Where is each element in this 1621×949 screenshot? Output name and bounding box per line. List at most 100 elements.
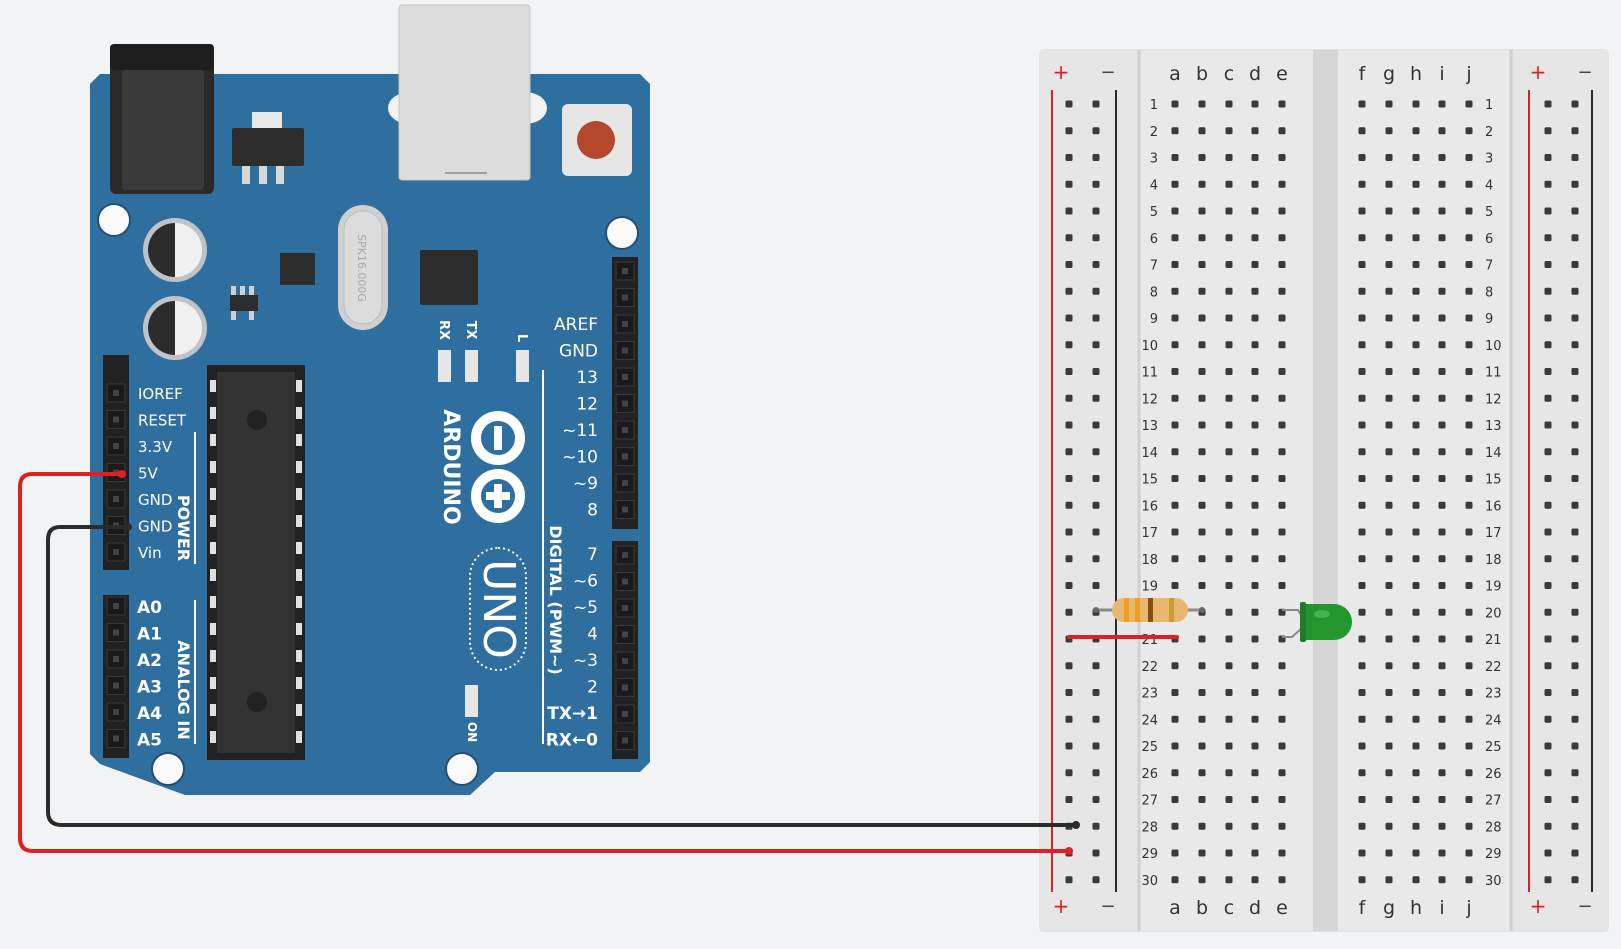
breadboard-hole[interactable] [1092,769,1100,777]
breadboard-hole[interactable] [1571,368,1579,375]
breadboard-hole[interactable] [1544,742,1552,750]
breadboard-hole[interactable] [1438,234,1446,242]
breadboard-hole[interactable] [1198,662,1206,670]
breadboard-hole[interactable] [1171,475,1179,482]
breadboard-hole[interactable] [1385,635,1393,643]
breadboard-hole[interactable] [1198,475,1206,482]
breadboard-hole[interactable] [1225,261,1233,268]
breadboard-hole[interactable] [1198,528,1206,536]
breadboard-hole[interactable] [1385,100,1393,108]
breadboard-hole[interactable] [1278,341,1286,349]
breadboard-hole[interactable] [1278,582,1286,589]
breadboard-hole[interactable] [1544,341,1552,349]
breadboard-hole[interactable] [1385,448,1393,456]
breadboard-hole[interactable] [1278,314,1286,322]
breadboard-hole[interactable] [1251,822,1259,830]
breadboard-hole[interactable] [1358,769,1366,777]
breadboard-hole[interactable] [1358,287,1366,295]
breadboard-hole[interactable] [1225,368,1233,375]
breadboard-hole[interactable] [1385,154,1393,161]
breadboard-hole[interactable] [1544,822,1552,830]
breadboard-hole[interactable] [1544,154,1552,161]
breadboard-hole[interactable] [1465,849,1473,857]
breadboard-hole[interactable] [1385,501,1393,509]
breadboard-hole[interactable] [1385,528,1393,536]
breadboard-hole[interactable] [1278,849,1286,857]
breadboard-hole[interactable] [1171,689,1179,696]
breadboard-hole[interactable] [1278,715,1286,723]
breadboard-hole[interactable] [1465,180,1473,188]
breadboard-hole[interactable] [1198,582,1206,589]
breadboard-hole[interactable] [1358,180,1366,188]
breadboard-hole[interactable] [1571,635,1579,643]
breadboard-hole[interactable] [1438,582,1446,589]
breadboard-hole[interactable] [1385,207,1393,215]
breadboard-hole[interactable] [1358,314,1366,322]
breadboard-hole[interactable] [1065,582,1073,589]
breadboard-hole[interactable] [1278,876,1286,884]
breadboard-hole[interactable] [1171,448,1179,456]
breadboard-hole[interactable] [1092,715,1100,723]
breadboard-hole[interactable] [1412,689,1420,696]
breadboard-hole[interactable] [1251,368,1259,375]
breadboard-hole[interactable] [1278,234,1286,242]
breadboard-hole[interactable] [1065,715,1073,723]
breadboard-hole[interactable] [1544,314,1552,322]
breadboard-hole[interactable] [1278,769,1286,777]
breadboard-hole[interactable] [1438,394,1446,402]
breadboard-hole[interactable] [1465,555,1473,563]
breadboard-hole[interactable] [1438,742,1446,750]
breadboard-hole[interactable] [1092,261,1100,268]
breadboard-hole[interactable] [1438,822,1446,830]
breadboard-hole[interactable] [1251,475,1259,482]
breadboard-hole[interactable] [1358,555,1366,563]
breadboard-hole[interactable] [1385,475,1393,482]
breadboard-hole[interactable] [1092,154,1100,161]
breadboard-hole[interactable] [1385,822,1393,830]
breadboard-hole[interactable] [1065,207,1073,215]
breadboard-hole[interactable] [1438,368,1446,375]
breadboard-hole[interactable] [1358,715,1366,723]
breadboard-hole[interactable] [1171,394,1179,402]
breadboard-hole[interactable] [1092,287,1100,295]
breadboard-hole[interactable] [1412,287,1420,295]
breadboard-hole[interactable] [1251,341,1259,349]
breadboard-hole[interactable] [1412,635,1420,643]
breadboard-hole[interactable] [1092,582,1100,589]
breadboard-hole[interactable] [1544,421,1552,429]
breadboard-hole[interactable] [1571,689,1579,696]
breadboard-hole[interactable] [1465,635,1473,643]
breadboard-hole[interactable] [1171,742,1179,750]
breadboard-hole[interactable] [1438,635,1446,643]
breadboard-hole[interactable] [1225,314,1233,322]
breadboard-hole[interactable] [1544,689,1552,696]
breadboard-hole[interactable] [1225,501,1233,509]
breadboard-hole[interactable] [1171,421,1179,429]
breadboard-hole[interactable] [1225,100,1233,108]
breadboard-hole[interactable] [1571,180,1579,188]
breadboard-hole[interactable] [1198,261,1206,268]
breadboard-hole[interactable] [1065,689,1073,696]
breadboard-hole[interactable] [1571,100,1579,108]
breadboard-hole[interactable] [1251,314,1259,322]
breadboard-hole[interactable] [1171,876,1179,884]
breadboard-hole[interactable] [1544,528,1552,536]
breadboard-hole[interactable] [1092,127,1100,135]
breadboard-hole[interactable] [1251,234,1259,242]
breadboard-hole[interactable] [1571,154,1579,161]
breadboard-hole[interactable] [1571,261,1579,268]
breadboard-hole[interactable] [1171,287,1179,295]
breadboard-hole[interactable] [1225,662,1233,670]
breadboard-hole[interactable] [1278,421,1286,429]
breadboard-hole[interactable] [1225,822,1233,830]
breadboard-hole[interactable] [1171,234,1179,242]
breadboard-hole[interactable] [1465,368,1473,375]
breadboard-hole[interactable] [1092,796,1100,803]
breadboard-hole[interactable] [1385,769,1393,777]
breadboard-hole[interactable] [1438,287,1446,295]
breadboard-hole[interactable] [1571,287,1579,295]
breadboard-hole[interactable] [1171,769,1179,777]
breadboard-hole[interactable] [1412,154,1420,161]
breadboard-hole[interactable] [1438,180,1446,188]
